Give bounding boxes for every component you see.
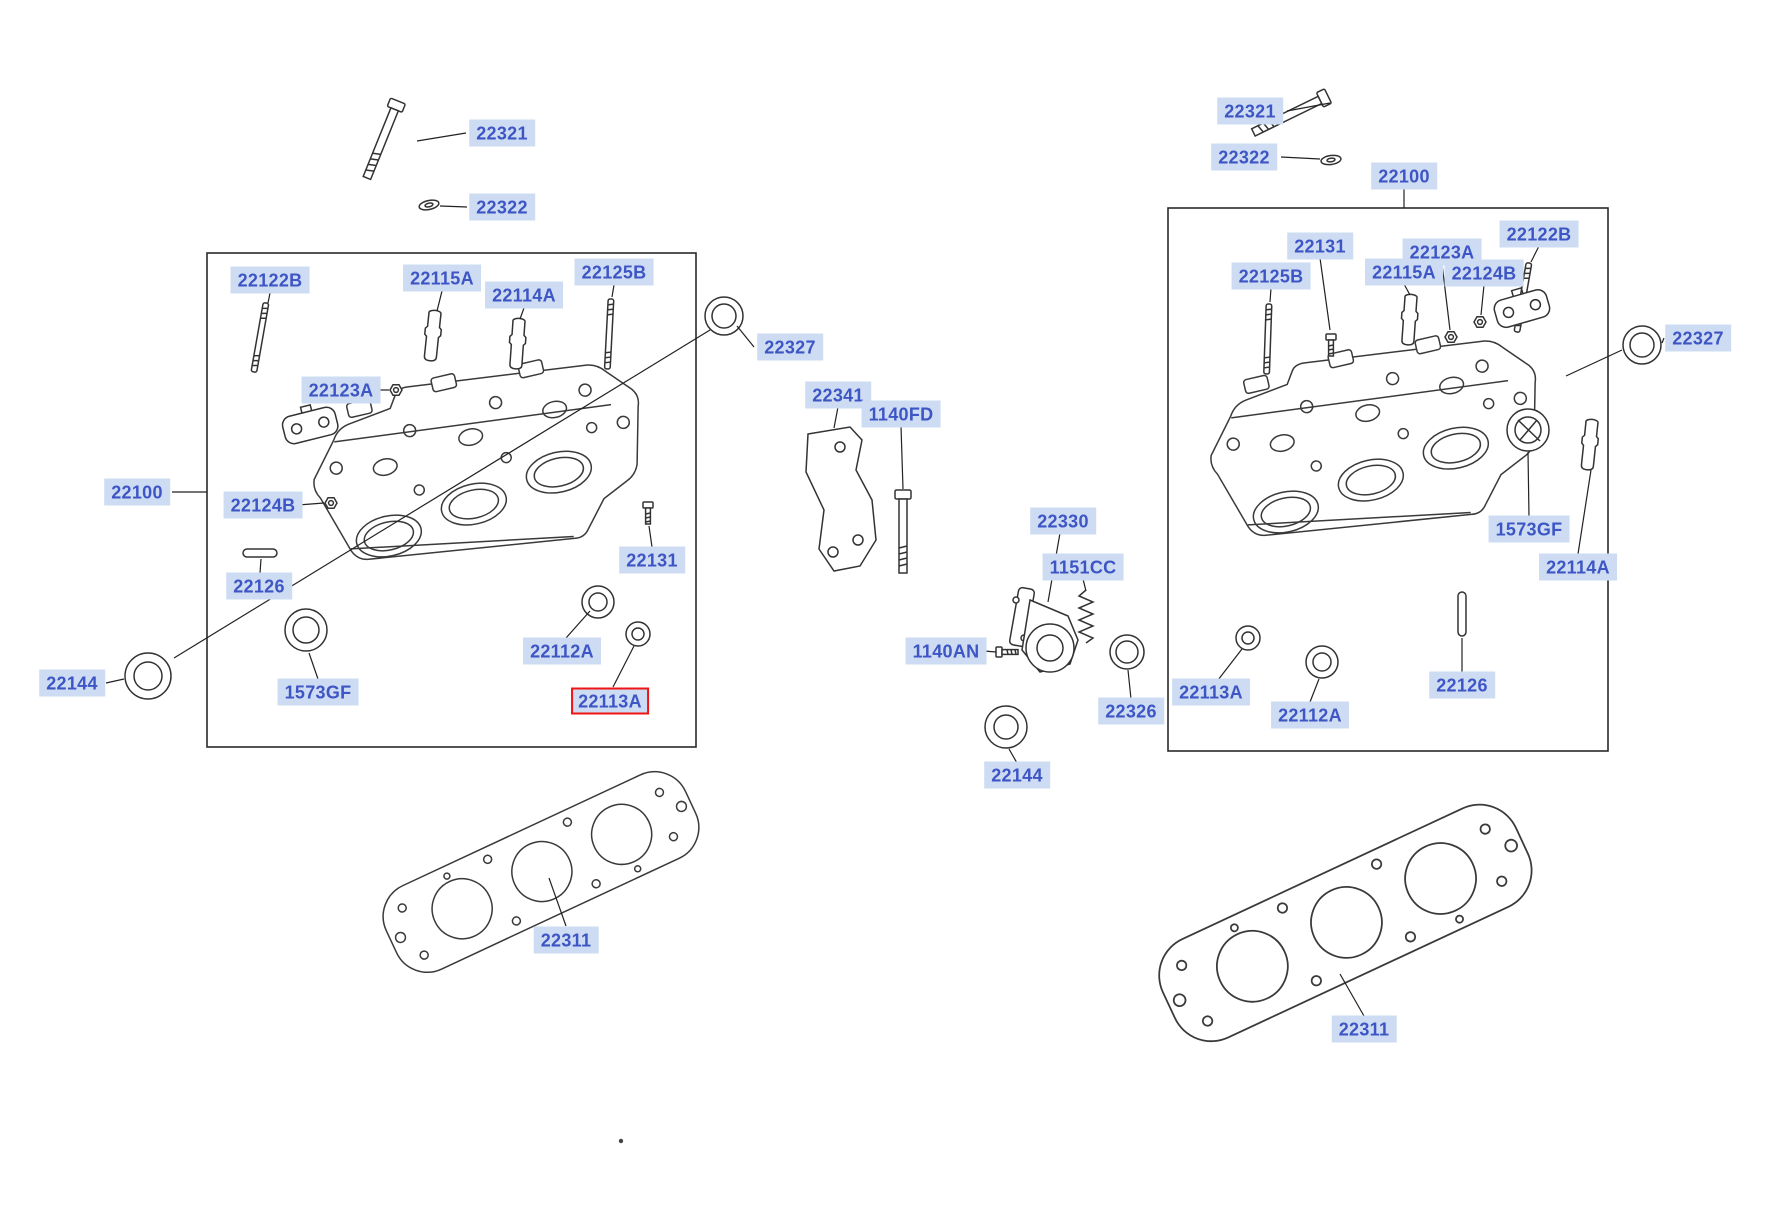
part-label-22114A-left[interactable]: 22114A: [485, 281, 563, 309]
spring-part: [1077, 589, 1095, 644]
part-label-1140FD-center[interactable]: 1140FD: [861, 400, 941, 428]
part-label-22144-left[interactable]: 22144: [39, 669, 105, 697]
part-label-22341-center[interactable]: 22341: [805, 381, 871, 409]
part-label-22311-right[interactable]: 22311: [1331, 1015, 1397, 1043]
right-diagram-drawing: [1145, 88, 1665, 1056]
part-label-22311-left[interactable]: 22311: [533, 926, 599, 954]
left-diagram-box: [206, 252, 697, 748]
left-diagram-drawing: [105, 97, 755, 985]
part-label-22122B-right[interactable]: 22122B: [1499, 220, 1579, 248]
part-label-22115A-left[interactable]: 22115A: [403, 264, 481, 292]
part-label-22124B-left[interactable]: 22124B: [223, 491, 303, 519]
part-label-22131-left[interactable]: 22131: [619, 546, 685, 574]
stray-mark: [618, 1138, 624, 1144]
part-label-22330-center[interactable]: 22330: [1030, 507, 1096, 535]
part-label-22322-left[interactable]: 22322: [469, 193, 535, 221]
center-leader-lines: [833, 406, 1132, 764]
part-label-22112A-left[interactable]: 22112A: [523, 637, 601, 665]
part-label-22144-center[interactable]: 22144: [984, 761, 1050, 789]
left-leader-lines: [105, 132, 755, 927]
part-label-22100-right[interactable]: 22100: [1371, 162, 1437, 190]
part-label-22113A-right[interactable]: 22113A: [1172, 678, 1250, 706]
part-label-22321-right[interactable]: 22321: [1217, 97, 1283, 125]
part-label-22122B-left[interactable]: 22122B: [230, 266, 310, 294]
right-leader-lines: [1217, 102, 1665, 1017]
part-label-22100-left[interactable]: 22100: [104, 478, 170, 506]
part-label-22125B-left[interactable]: 22125B: [574, 258, 654, 286]
part-label-22113A-selected[interactable]: 22113A: [571, 687, 649, 715]
part-label-22327-left[interactable]: 22327: [757, 333, 823, 361]
part-label-22115A-right[interactable]: 22115A: [1365, 258, 1443, 286]
bracket-part: [805, 426, 877, 572]
part-label-22327-right[interactable]: 22327: [1665, 324, 1731, 352]
right-diagram-box: [1167, 207, 1609, 752]
part-label-22322-right[interactable]: 22322: [1211, 143, 1277, 171]
part-label-1140AN-center[interactable]: 1140AN: [905, 637, 987, 665]
part-label-22114A-right[interactable]: 22114A: [1539, 553, 1617, 581]
water-outlet-housing: [1008, 586, 1079, 673]
part-label-22112A-right[interactable]: 22112A: [1271, 701, 1349, 729]
part-label-22124B-right[interactable]: 22124B: [1444, 259, 1524, 287]
part-label-22123A-left[interactable]: 22123A: [301, 376, 381, 404]
part-label-22125B-right[interactable]: 22125B: [1231, 262, 1311, 290]
part-label-22326-center[interactable]: 22326: [1098, 697, 1164, 725]
part-label-1573GF-left[interactable]: 1573GF: [277, 678, 359, 706]
part-label-22131-right[interactable]: 22131: [1287, 232, 1353, 260]
center-assembly-drawing: [805, 406, 1145, 764]
part-label-1573GF-right[interactable]: 1573GF: [1488, 515, 1570, 543]
part-label-1151CC-center[interactable]: 1151CC: [1042, 553, 1124, 581]
part-label-22126-left[interactable]: 22126: [226, 572, 292, 600]
part-label-22321-left[interactable]: 22321: [469, 119, 535, 147]
part-label-22126-right[interactable]: 22126: [1429, 671, 1495, 699]
